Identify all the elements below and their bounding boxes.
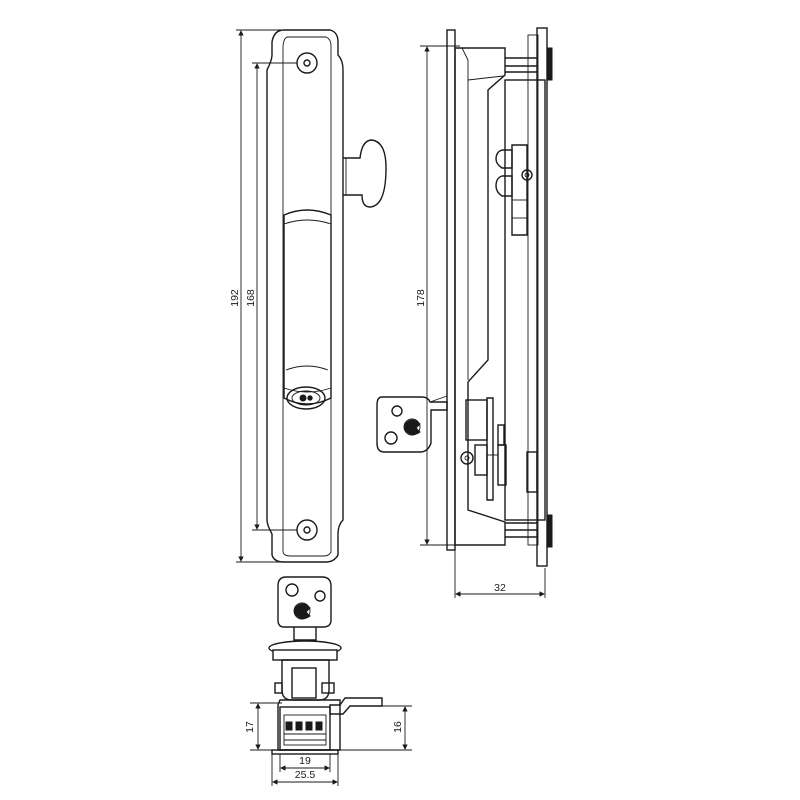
- key-logo-icon-bottom: [294, 603, 311, 620]
- cylinder-body: [281, 659, 330, 701]
- front-dimensions: 192 168: [229, 29, 297, 563]
- cylinder-key: [277, 576, 332, 628]
- bottom-screw-center: [303, 526, 311, 534]
- front-plate-inner: [282, 36, 332, 557]
- side-rail: [504, 79, 546, 521]
- dim-overall-height: 192: [229, 289, 241, 307]
- upper-latch-mechanism: [511, 144, 528, 236]
- front-view: [266, 29, 387, 563]
- dim-depth: 32: [494, 582, 506, 594]
- dim-hole-spacing: 168: [245, 289, 257, 307]
- front-key-cylinder: [286, 386, 326, 410]
- bottom-screw-hole: [296, 519, 318, 541]
- dim-cylinder-height-right: 16: [392, 721, 404, 733]
- lower-latch-mechanism: [486, 397, 494, 501]
- key-logo-icon: [404, 419, 421, 436]
- dim-cylinder-width: 19: [299, 755, 311, 767]
- side-back-plate: [536, 27, 548, 567]
- bottom-dimensions: 17 16 19 25.5: [244, 702, 412, 786]
- handle-grip-recess: [283, 209, 332, 405]
- dim-side-height: 178: [415, 289, 427, 307]
- keyhole-icon: [299, 394, 307, 402]
- side-view: [376, 27, 553, 567]
- side-dimensions: 178 32: [415, 45, 546, 598]
- dim-flange-width: 25.5: [295, 769, 316, 781]
- side-outer-plate: [446, 29, 456, 551]
- front-plate-outline: [266, 29, 344, 563]
- top-screw-center: [303, 59, 311, 67]
- dim-cylinder-height-left: 17: [244, 721, 256, 733]
- top-screw-hole: [296, 52, 318, 74]
- bottom-view: [268, 576, 383, 755]
- thumb-turn-lever: [343, 139, 387, 208]
